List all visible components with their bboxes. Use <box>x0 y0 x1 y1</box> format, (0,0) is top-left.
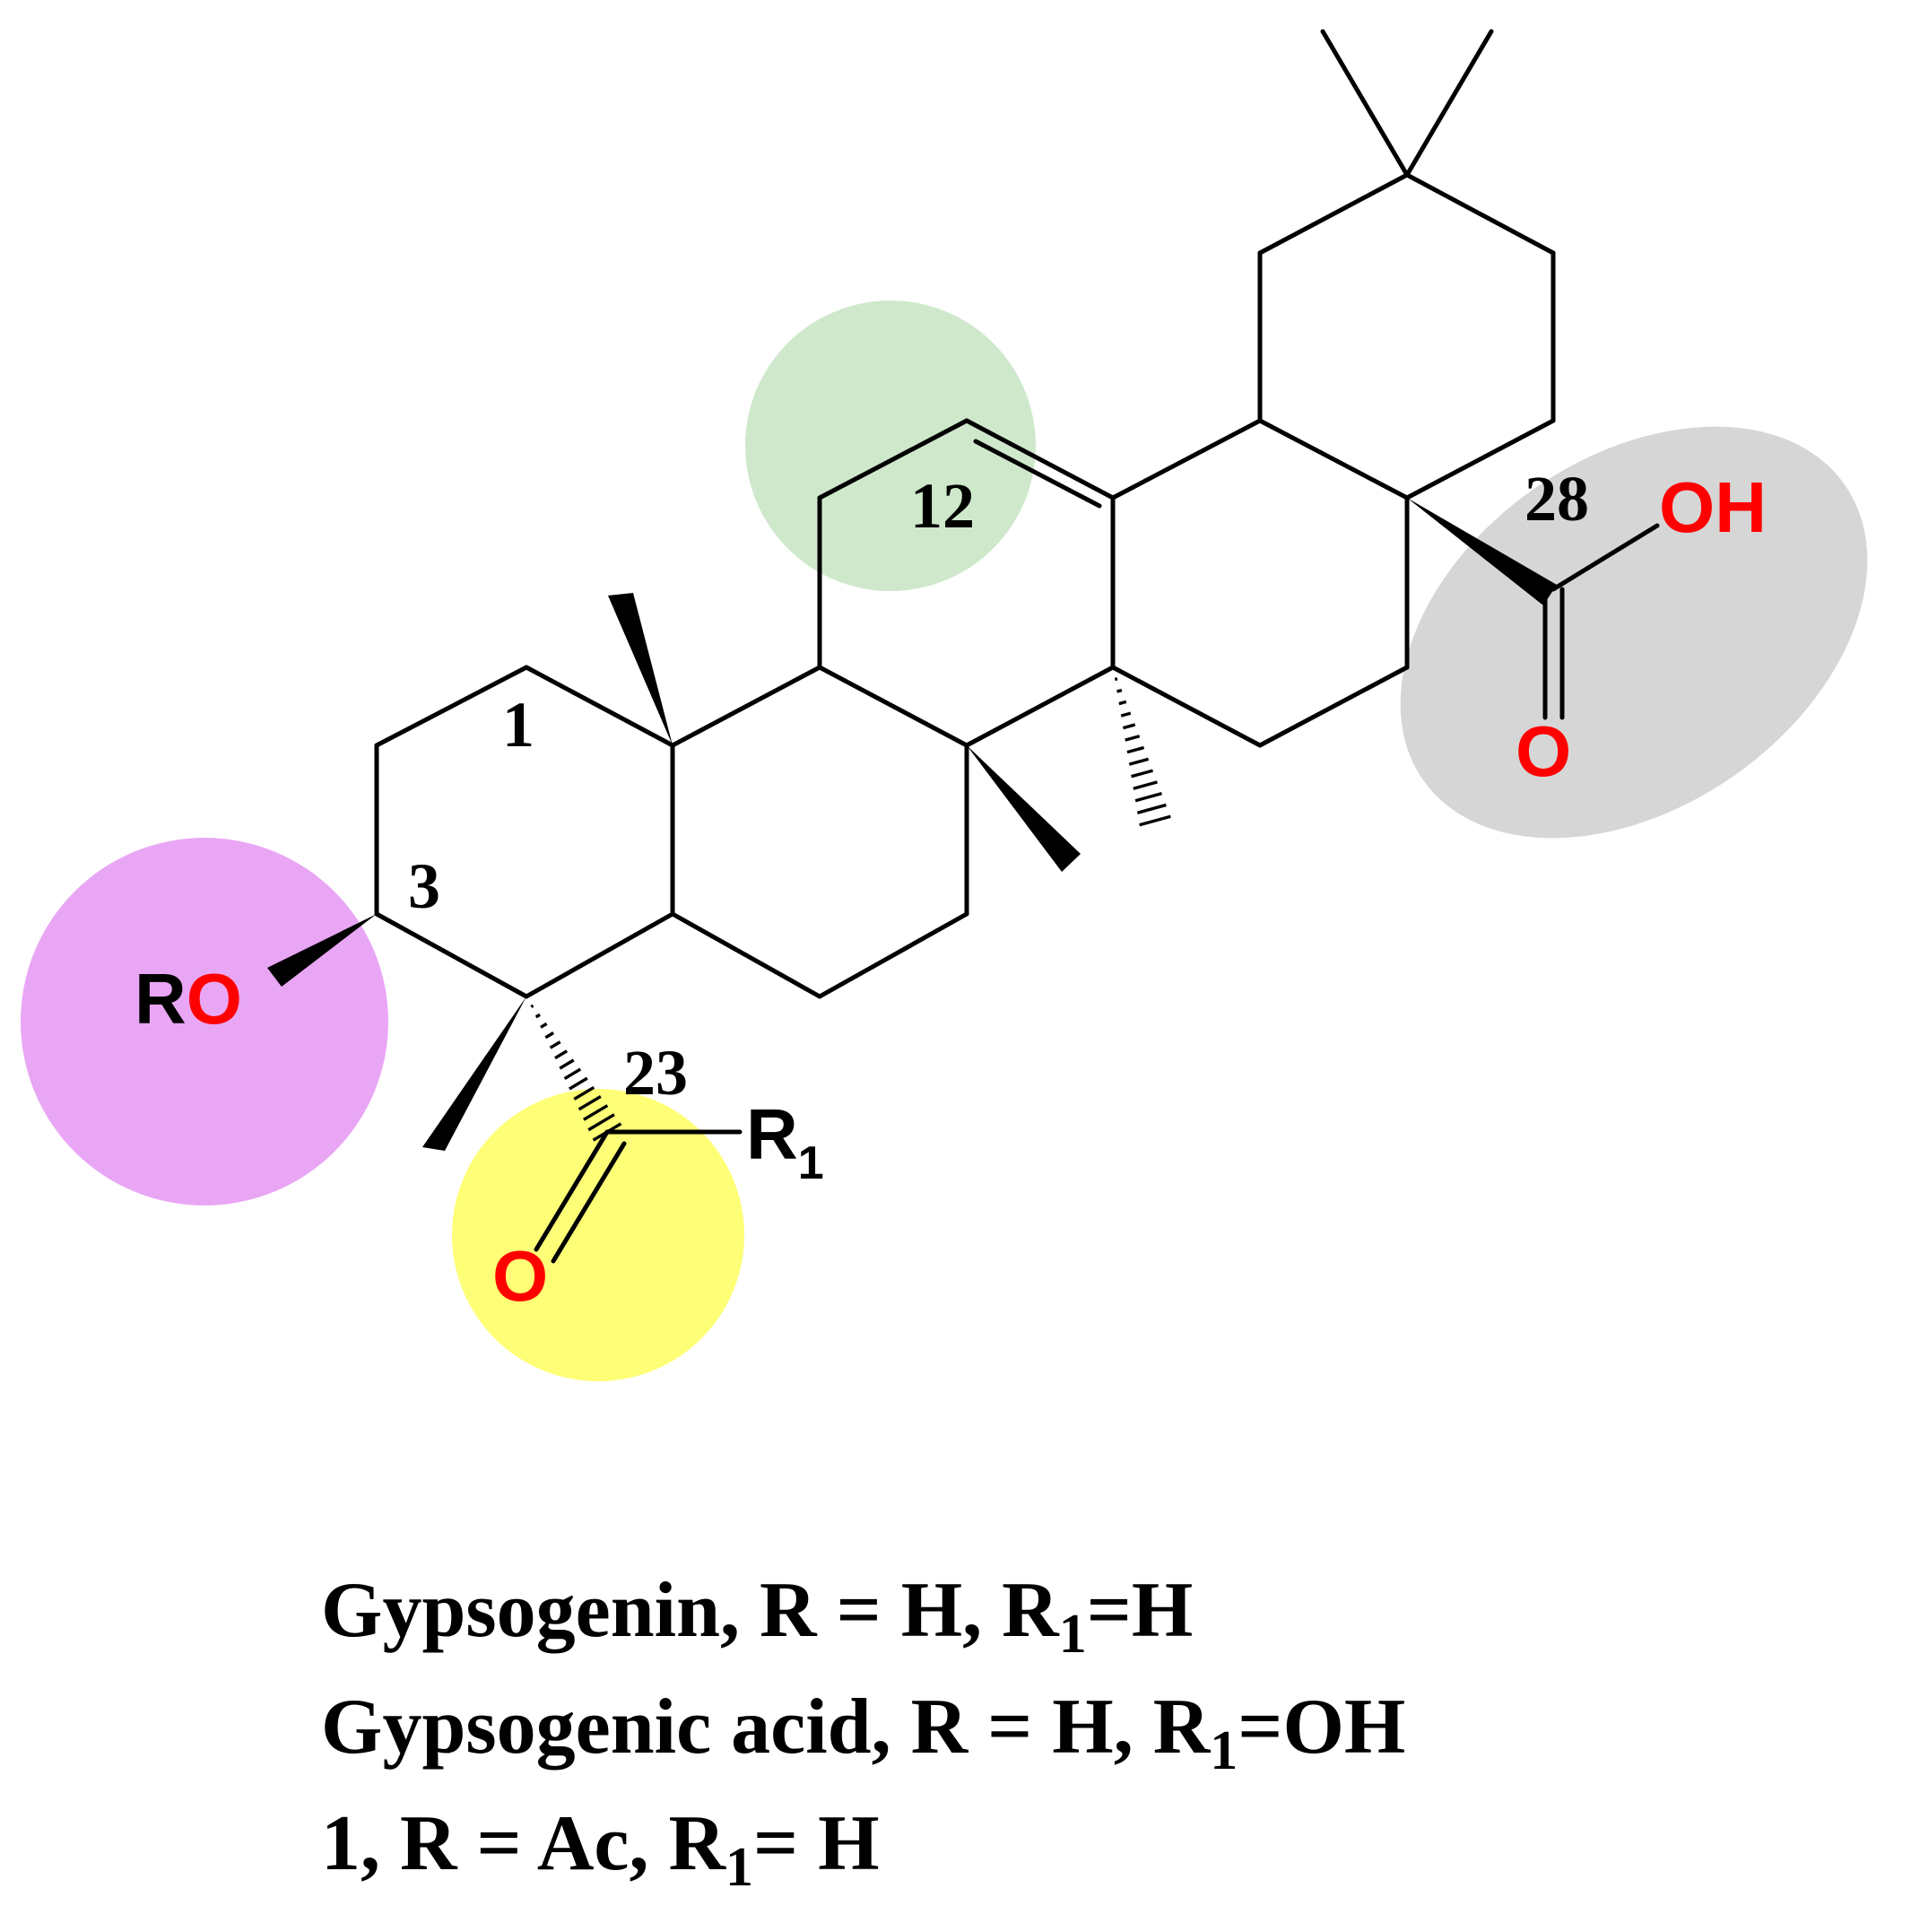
hash-line <box>583 1104 609 1121</box>
double-bond-highlight <box>745 300 1036 591</box>
locant-23: 23 <box>623 1037 688 1109</box>
hash-line <box>530 1004 534 1008</box>
hash-line <box>578 1094 602 1111</box>
c10-methyl-wedge <box>608 593 673 745</box>
c23-group-highlight <box>452 1089 744 1381</box>
locant-3: 3 <box>408 850 440 922</box>
hash-line <box>1128 757 1150 766</box>
hash-line <box>554 1049 569 1060</box>
locant-28: 28 <box>1524 463 1589 535</box>
hash-line <box>1120 711 1132 718</box>
hash-line <box>1126 745 1145 754</box>
hash-line <box>549 1040 561 1049</box>
hash-line <box>587 1113 615 1132</box>
c3-substituent-highlight <box>21 838 388 1205</box>
hash-line <box>540 1022 548 1029</box>
hash-line <box>1139 814 1171 827</box>
hash-line <box>1133 780 1158 790</box>
c3-wedge <box>267 914 377 987</box>
r1-label: R1 <box>746 1094 824 1189</box>
caption-gypsogenin: Gypsogenin, R = H, R1=H <box>321 1567 1194 1665</box>
locant-12: 12 <box>910 470 975 542</box>
hash-line <box>1122 723 1136 730</box>
hash-line <box>1136 803 1167 814</box>
hash-line <box>559 1058 575 1070</box>
carboxyl-oxygen-28: O <box>1516 711 1571 791</box>
carboxyl-oh-label: OH <box>1659 467 1767 547</box>
hash-line <box>534 1013 541 1019</box>
hash-line <box>1114 677 1118 682</box>
carbonyl-oxygen-23: O <box>492 1236 548 1316</box>
locant-1: 1 <box>502 689 534 761</box>
hash-line <box>1116 688 1123 693</box>
hash-line <box>592 1122 622 1142</box>
hash-line <box>1131 769 1154 779</box>
hash-line <box>563 1067 582 1081</box>
hash-line <box>1118 700 1127 706</box>
hash-line <box>573 1085 595 1101</box>
hash-line <box>569 1076 588 1091</box>
c8-methyl-wedge <box>967 745 1081 872</box>
stereo-bonds <box>267 498 1557 1142</box>
hash-line <box>544 1031 555 1040</box>
ring-bonds <box>374 29 1660 1264</box>
c14-methyl-hash <box>1114 677 1171 827</box>
c17-carboxyl-wedge <box>1407 498 1557 605</box>
caption-compound-1: 1, R = Ac, R1= H <box>321 1800 880 1898</box>
caption-gypsogenic-acid: Gypsogenic acid, R = H, R1=OH <box>321 1684 1406 1781</box>
ro-label: RO <box>135 959 242 1039</box>
c4-aldehyde-hash <box>530 1004 622 1142</box>
carboxylic-acid-highlight <box>1400 426 1868 839</box>
hash-line <box>1134 792 1162 803</box>
hash-line <box>1125 735 1141 742</box>
